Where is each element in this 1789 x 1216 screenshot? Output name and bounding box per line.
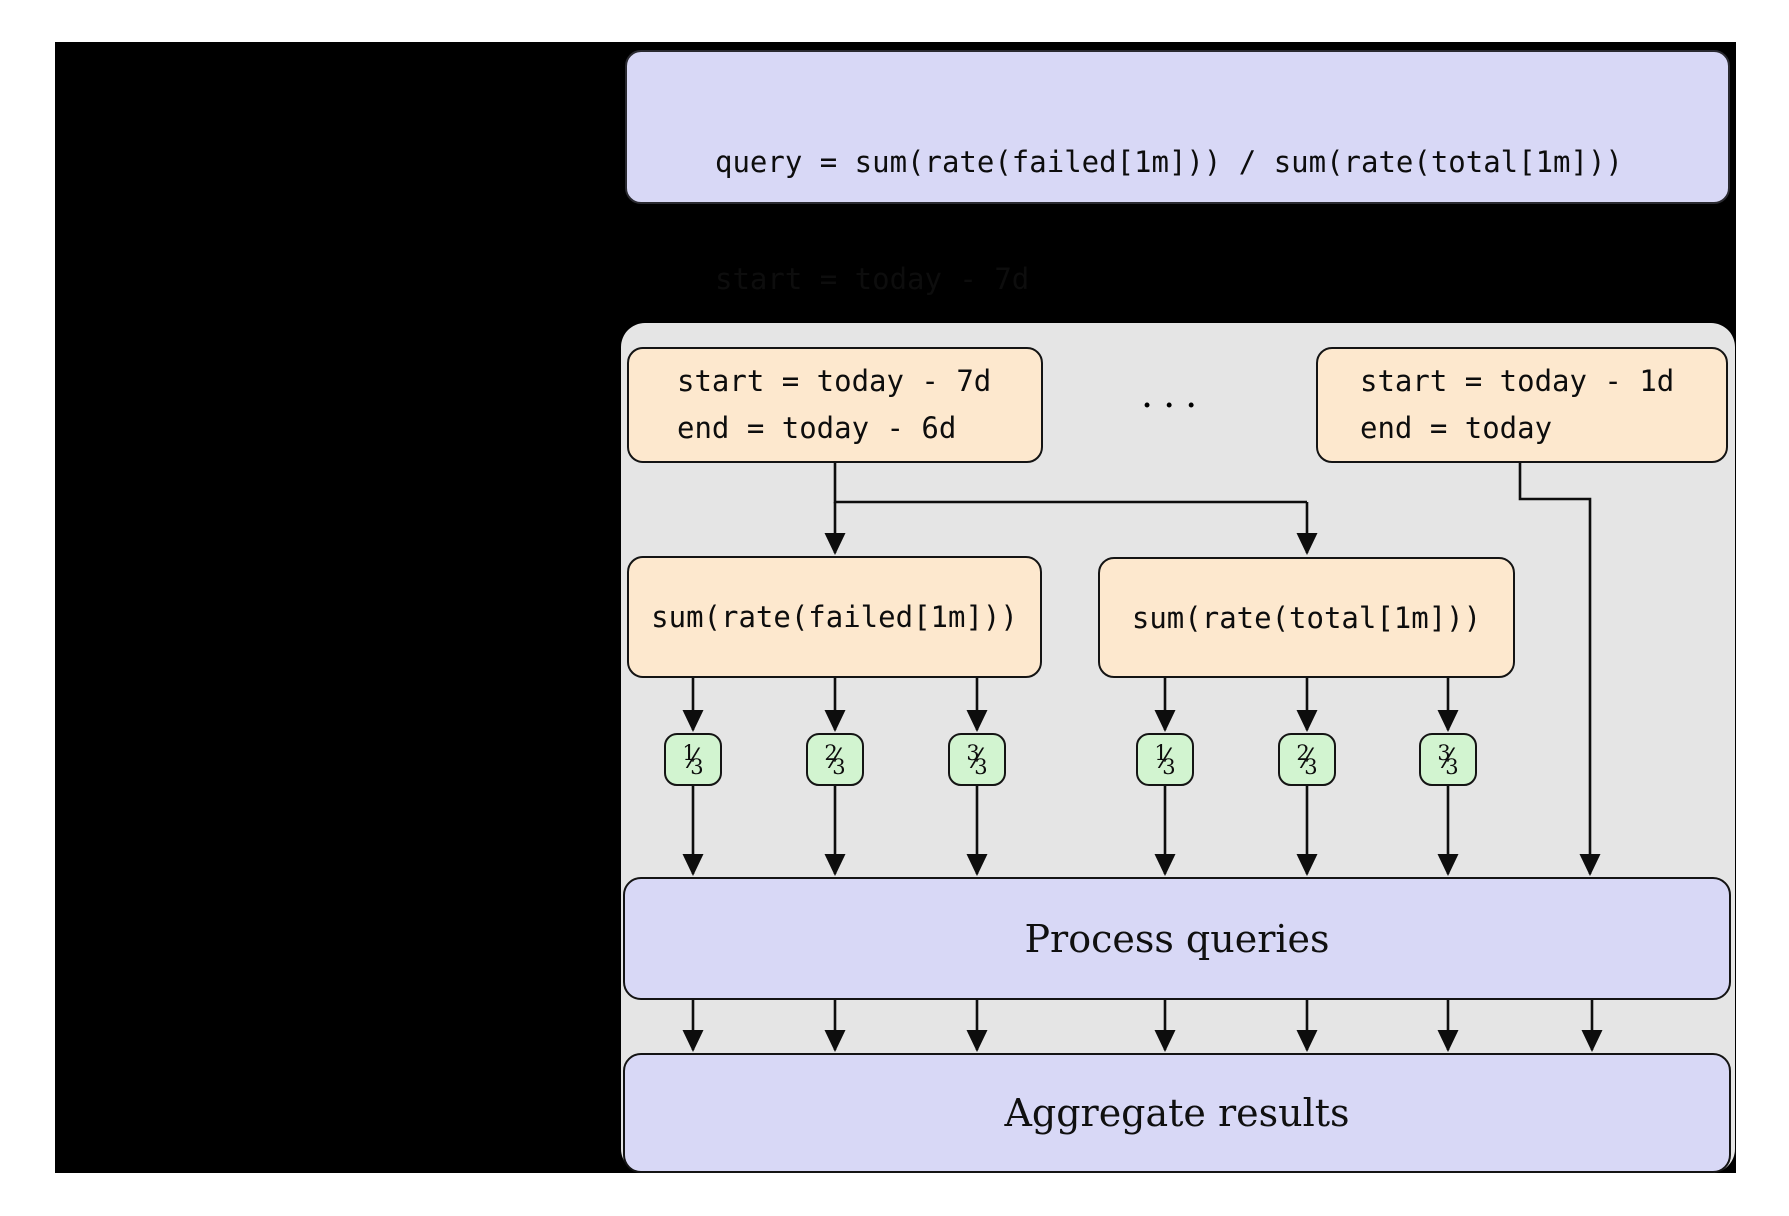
shard-numerator: 3 <box>966 740 980 765</box>
query-line: start = today - 7d <box>715 262 1030 296</box>
shard-badge: 2⁄3 <box>1278 733 1336 786</box>
shard-badge: 1⁄3 <box>664 733 722 786</box>
aggregate-box: Aggregate results <box>623 1053 1731 1173</box>
subquery-box-last: start = today - 1d end = today <box>1316 347 1728 463</box>
shard-numerator: 2 <box>824 740 838 765</box>
shard-badge: 3⁄3 <box>948 733 1006 786</box>
subquery-line: end = today <box>1360 411 1553 445</box>
fraction-slash: ⁄ <box>1304 744 1310 775</box>
shard-numerator: 2 <box>1296 740 1310 765</box>
fraction-slash: ⁄ <box>832 744 838 775</box>
metric-label: sum(rate(total[1m])) <box>1131 600 1482 635</box>
subquery-line: start = today - 7d <box>677 364 992 398</box>
subquery-line: end = today - 6d <box>677 411 957 445</box>
shard-denominator: 3 <box>832 754 846 779</box>
shard-denominator: 3 <box>1162 754 1176 779</box>
query-line: query = sum(rate(failed[1m])) / sum(rate… <box>715 145 1623 179</box>
shard-badge: 1⁄3 <box>1136 733 1194 786</box>
shard-badge: 3⁄3 <box>1419 733 1477 786</box>
fraction-slash: ⁄ <box>1445 744 1451 775</box>
shard-denominator: 3 <box>690 754 704 779</box>
metric-box-total: sum(rate(total[1m])) <box>1098 557 1515 678</box>
shard-numerator: 3 <box>1437 740 1451 765</box>
fraction-slash: ⁄ <box>974 744 980 775</box>
shard-numerator: 1 <box>1154 740 1168 765</box>
metric-label: sum(rate(failed[1m])) <box>651 600 1018 634</box>
shard-denominator: 3 <box>1445 754 1459 779</box>
metric-box-failed: sum(rate(failed[1m])) <box>627 556 1042 678</box>
subquery-line: start = today - 1d <box>1360 364 1675 398</box>
fraction-slash: ⁄ <box>690 744 696 775</box>
shard-denominator: 3 <box>1304 754 1318 779</box>
shard-denominator: 3 <box>974 754 988 779</box>
ellipsis: ... <box>1141 372 1208 416</box>
aggregate-label: Aggregate results <box>1004 1091 1350 1135</box>
process-box: Process queries <box>623 877 1731 1000</box>
subquery-box-first: start = today - 7d end = today - 6d <box>627 347 1043 463</box>
shard-badge: 2⁄3 <box>806 733 864 786</box>
fraction-slash: ⁄ <box>1162 744 1168 775</box>
query-box: query = sum(rate(failed[1m])) / sum(rate… <box>625 50 1730 413</box>
shard-numerator: 1 <box>682 740 696 765</box>
process-label: Process queries <box>1024 916 1330 961</box>
